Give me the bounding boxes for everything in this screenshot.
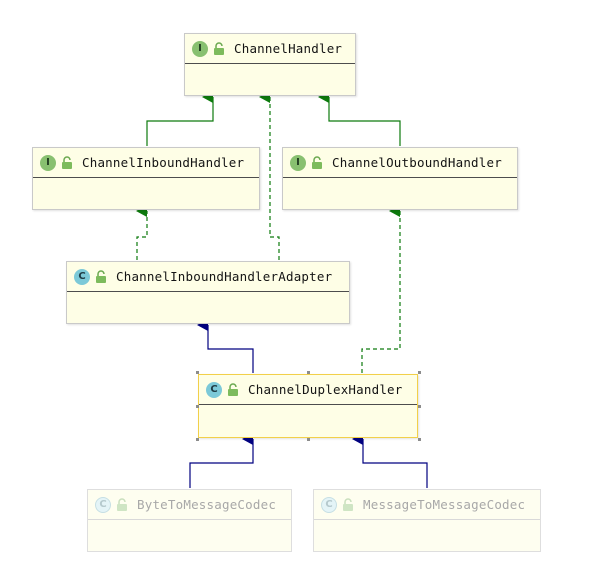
node-channel-inbound-handler[interactable]: I ChannelInboundHandler [32, 147, 260, 210]
node-title: ChannelInboundHandler [82, 155, 245, 170]
node-header: I ChannelOutboundHandler [283, 148, 517, 178]
selection-handle-top[interactable] [307, 371, 310, 374]
edge-adapter-implements-inbound[interactable] [136, 205, 148, 260]
edge-bytecodec-extends-duplex[interactable] [189, 433, 254, 488]
public-lock-icon [312, 155, 322, 169]
node-title: ChannelInboundHandlerAdapter [116, 269, 333, 284]
selection-handle-top-right[interactable] [418, 371, 421, 374]
node-channel-inbound-handler-adapter[interactable]: C ChannelInboundHandlerAdapter [66, 261, 350, 324]
node-header: C ChannelDuplexHandler [199, 375, 417, 405]
interface-icon: I [192, 40, 208, 57]
node-header: C MessageToMessageCodec [314, 490, 540, 520]
edge-msgcodec-extends-duplex[interactable] [352, 433, 428, 488]
node-header: I ChannelHandler [185, 34, 355, 64]
interface-icon: I [290, 154, 306, 171]
node-channel-duplex-handler[interactable]: C ChannelDuplexHandler [198, 374, 418, 438]
node-title: ChannelHandler [234, 41, 343, 56]
node-header: C ChannelInboundHandlerAdapter [67, 262, 349, 292]
public-lock-icon [96, 269, 106, 283]
public-lock-icon [117, 497, 127, 511]
node-title: ChannelDuplexHandler [248, 382, 403, 397]
public-lock-icon [214, 41, 224, 55]
selection-handle-right[interactable] [418, 405, 421, 408]
selection-handle-bottom-left[interactable] [196, 438, 199, 441]
selection-handle-left[interactable] [196, 405, 199, 408]
node-title: ChannelOutboundHandler [332, 155, 502, 170]
edge-duplex-extends-adapter[interactable] [197, 319, 254, 373]
node-header: C ByteToMessageCodec [88, 490, 291, 520]
selection-handle-bottom-right[interactable] [418, 438, 421, 441]
node-message-to-message-codec[interactable]: C MessageToMessageCodec [313, 489, 541, 552]
class-icon: C [74, 268, 90, 285]
edge-outbound-extends-handler[interactable] [318, 91, 401, 146]
class-icon: C [206, 381, 222, 398]
edge-inbound-extends-handler[interactable] [146, 91, 214, 146]
selection-handle-top-left[interactable] [196, 371, 199, 374]
class-icon: C [321, 496, 337, 513]
node-channel-outbound-handler[interactable]: I ChannelOutboundHandler [282, 147, 518, 210]
edge-duplex-implements-outbound[interactable] [361, 205, 401, 373]
node-title: MessageToMessageCodec [363, 497, 526, 512]
public-lock-icon [62, 155, 72, 169]
public-lock-icon [343, 497, 353, 511]
node-channel-handler[interactable]: I ChannelHandler [184, 33, 356, 96]
node-byte-to-message-codec[interactable]: C ByteToMessageCodec [87, 489, 292, 552]
interface-icon: I [40, 154, 56, 171]
node-title: ByteToMessageCodec [137, 497, 277, 512]
edge-adapter-implements-handler[interactable] [259, 91, 280, 260]
node-header: I ChannelInboundHandler [33, 148, 259, 178]
class-icon: C [95, 496, 111, 513]
selection-handle-bottom[interactable] [307, 438, 310, 441]
public-lock-icon [228, 382, 238, 396]
